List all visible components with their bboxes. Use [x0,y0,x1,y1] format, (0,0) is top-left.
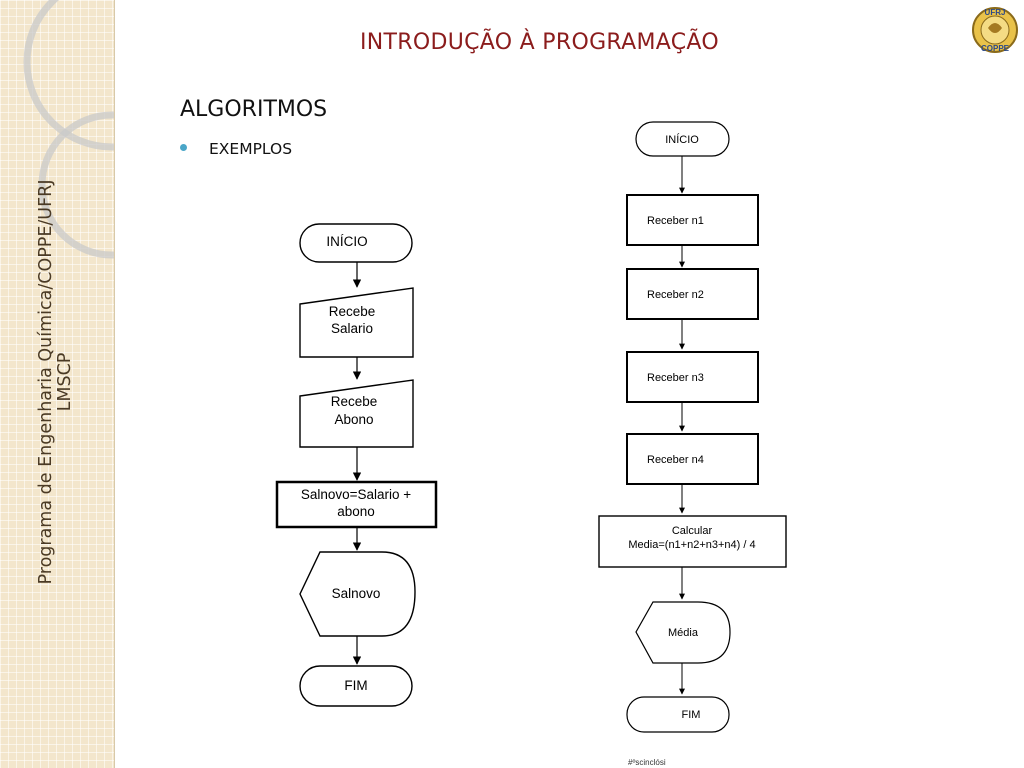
input-salario-node: Recebe Salario [299,287,414,358]
svg-text:Receber n3: Receber n3 [647,372,704,384]
calculate-average-node: Calcular Media=(n1+n2+n3+n4) / 4 [598,515,787,568]
coppe-ufrj-logo: UFRJ COPPE [972,7,1018,53]
svg-text:Receber n2: Receber n2 [647,289,704,301]
sidebar: Programa de Engenharia Química/COPPE/UFR… [0,0,115,768]
display-salnovo-node: Salnovo [299,551,416,637]
svg-text:Recebe: Recebe [331,394,378,409]
end-terminal: FIM [299,665,413,707]
display-media-node: Média [635,601,731,664]
svg-text:Salnovo: Salnovo [332,586,381,601]
svg-text:Receber n4: Receber n4 [647,454,704,466]
svg-text:Salnovo=Salario +: Salnovo=Salario + [301,487,411,502]
svg-text:INÍCIO: INÍCIO [326,234,367,249]
process-salnovo-node: Salnovo=Salario + abono [275,480,438,529]
svg-text:INÍCIO: INÍCIO [665,133,699,146]
svg-text:Salario: Salario [331,321,373,336]
receive-n3-node: Receber n3 [626,351,759,403]
svg-text:FIM: FIM [344,678,367,693]
svg-text:abono: abono [337,504,375,519]
svg-text:Recebe: Recebe [329,304,376,319]
svg-text:Media=(n1+n2+n3+n4) / 4: Media=(n1+n2+n3+n4) / 4 [628,539,755,551]
flowchart-media: INÍCIO Receber n1 Receber n2 Receber n3 … [598,121,787,733]
svg-text:Média: Média [668,627,699,639]
svg-text:Calcular: Calcular [672,525,713,537]
program-name-line1: Programa de Engenharia Química/COPPE/UFR… [36,179,56,585]
svg-text:Abono: Abono [334,412,373,427]
start-terminal: INÍCIO [635,121,730,157]
svg-text:COPPE: COPPE [981,44,1010,53]
bullet-item: EXEMPLOS [180,140,292,159]
footer-note: #ºscinclósi [628,758,666,767]
svg-text:FIM: FIM [682,709,701,721]
program-name-vertical: Programa de Engenharia Química/COPPE/UFR… [36,179,75,585]
receive-n4-node: Receber n4 [626,433,759,485]
svg-text:UFRJ: UFRJ [985,8,1006,17]
receive-n1-node: Receber n1 [626,194,759,246]
input-abono-node: Recebe Abono [299,379,414,448]
start-terminal: INÍCIO [299,223,413,263]
program-name-line2: LMSCP [55,352,75,412]
end-terminal: FIM [626,696,730,733]
svg-text:Receber n1: Receber n1 [647,215,704,227]
receive-n2-node: Receber n2 [626,268,759,320]
page-title: INTRODUÇÃO À PROGRAMAÇÃO [360,30,719,55]
bullet-text: EXEMPLOS [209,140,293,158]
decorative-arcs [23,0,114,259]
flowchart-salary: INÍCIO Recebe Salario Recebe Abono Salno… [275,223,438,707]
bullet-icon [180,144,187,152]
section-heading: ALGORITMOS [180,97,328,122]
